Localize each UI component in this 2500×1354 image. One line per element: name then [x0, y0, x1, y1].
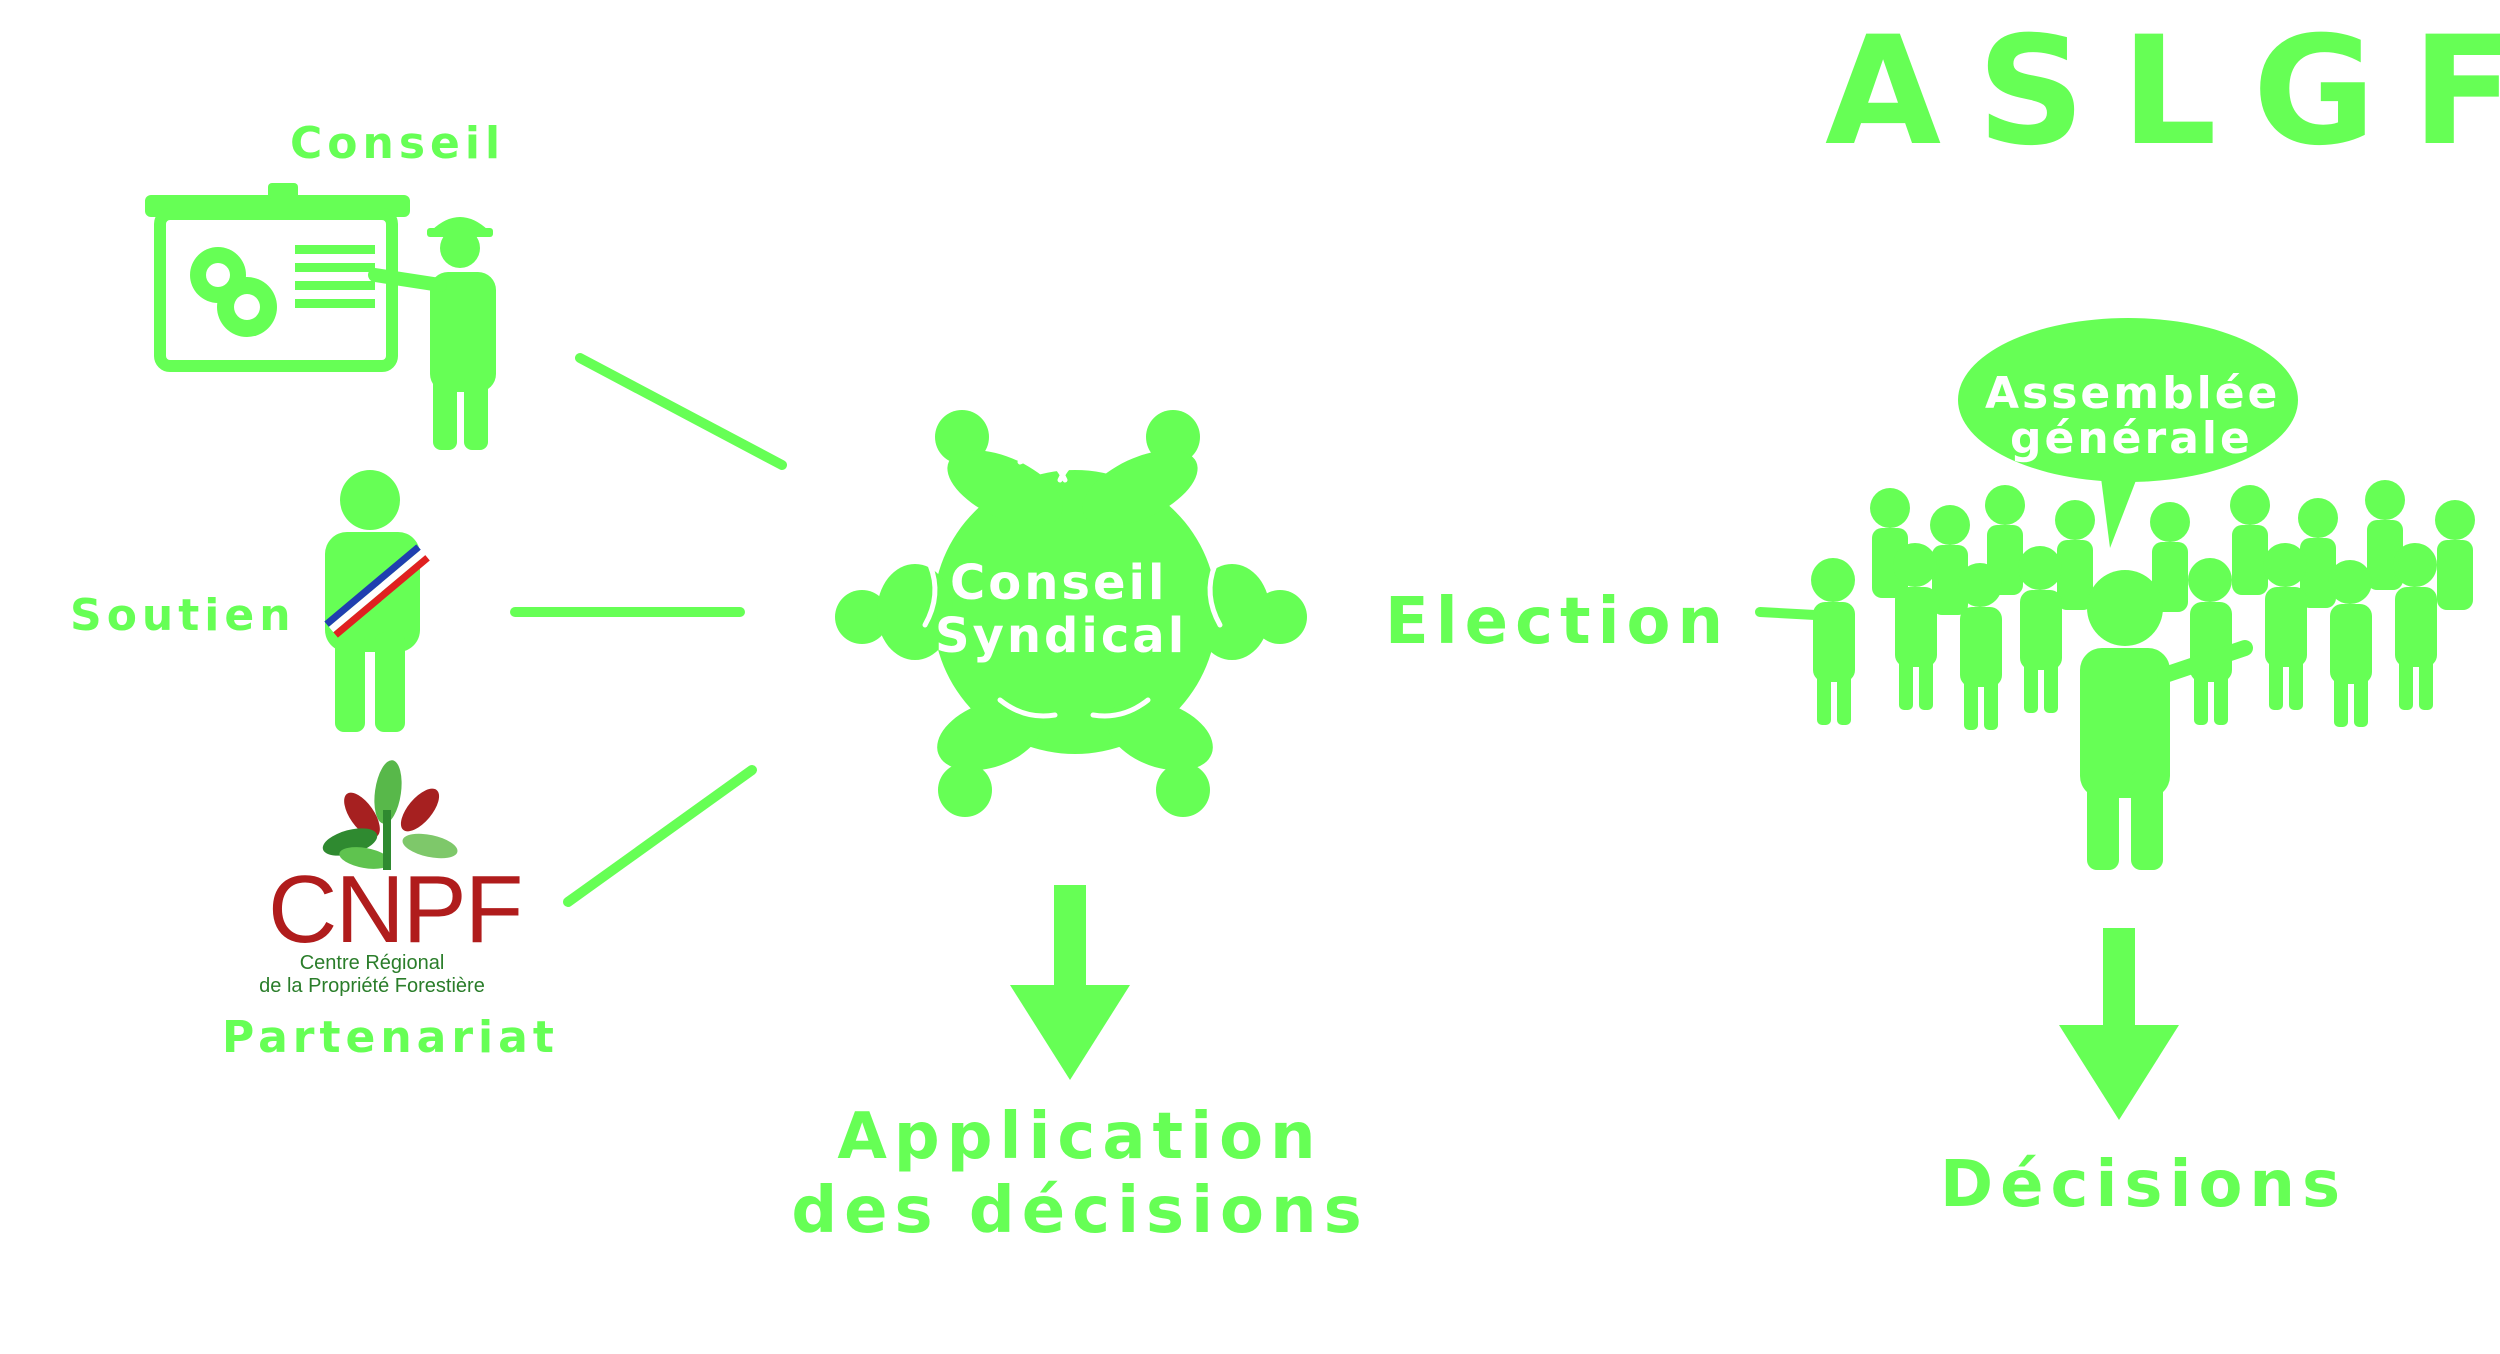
conseil-syndical-circle-icon	[835, 410, 1307, 817]
page-title: ASLGF	[1825, 5, 2500, 179]
assemblee-label-line1: Assemblée	[1985, 368, 2281, 419]
application-decisions-label: Application des décisions	[791, 1100, 1369, 1248]
mayor-with-sash-icon	[324, 470, 430, 732]
assemblee-label-line2: générale	[2010, 413, 2253, 464]
cnpf-subtitle-line2: de la Propriété Forestière	[259, 975, 485, 997]
election-label: Election	[1385, 585, 1731, 659]
soutien-label: Soutien	[70, 590, 296, 641]
crowd-back-row	[1870, 480, 2475, 615]
speaker-figure	[2080, 570, 2253, 870]
arrow-down-icon	[1010, 885, 1130, 1080]
connector-lines	[510, 353, 787, 907]
presentation-board-icon	[145, 183, 410, 372]
conseil-label: Conseil	[290, 118, 506, 169]
conseil-syndical-label-line2: Syndical	[935, 608, 1188, 664]
decisions-label: Décisions	[1940, 1148, 2348, 1222]
cnpf-logo	[322, 760, 458, 870]
cnpf-subtitle-line1: Centre Régional	[299, 952, 445, 974]
construction-worker-icon	[368, 217, 496, 450]
crowd-icon	[1755, 480, 2475, 870]
conseil-syndical-label-line1: Conseil	[950, 555, 1168, 611]
partenariat-label: Partenariat	[222, 1012, 559, 1063]
cnpf-logo-text: CNPF	[268, 856, 523, 963]
speech-bubble	[1958, 318, 2298, 548]
arrow-down-icon	[2059, 928, 2179, 1120]
